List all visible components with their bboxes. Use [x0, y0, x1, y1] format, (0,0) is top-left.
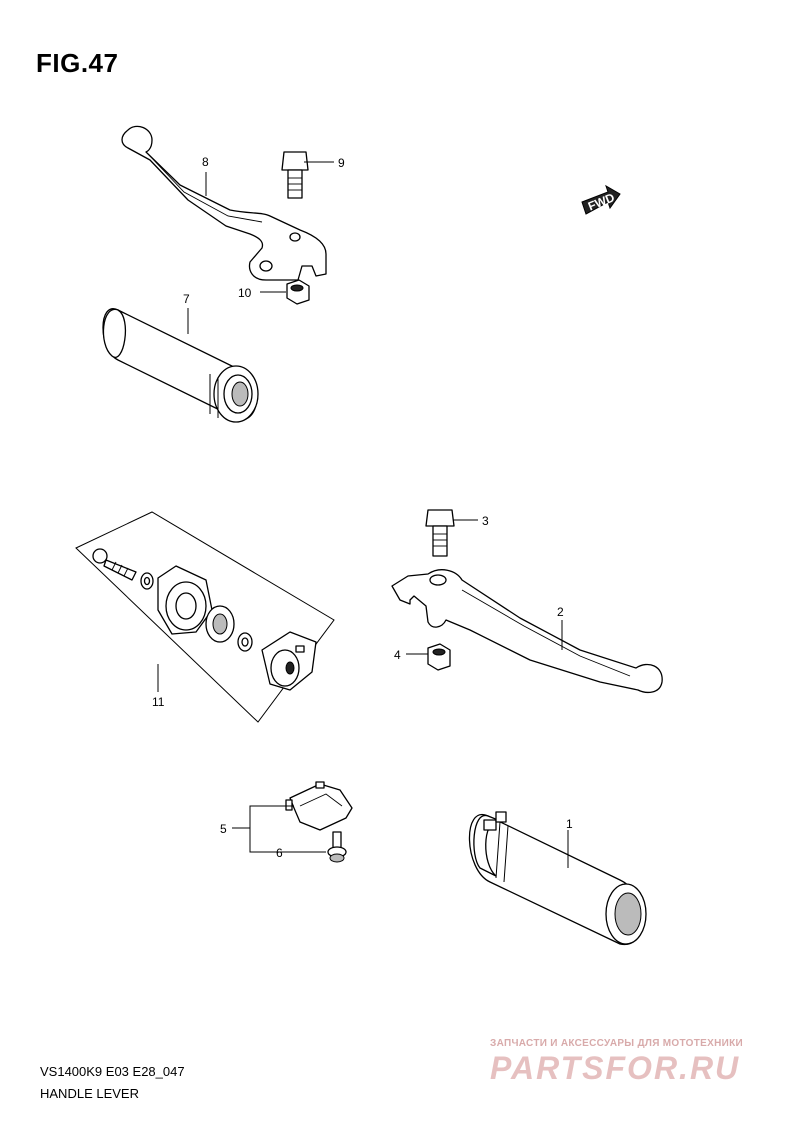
part-8-clutch-lever[interactable]	[121, 125, 327, 281]
watermark-site: PARTSFOR.RU	[490, 1050, 741, 1086]
callout-2: 2	[557, 605, 564, 619]
part-7-grip-left[interactable]	[102, 308, 259, 423]
figure-title: FIG.47	[36, 48, 119, 78]
part-1-throttle-grip[interactable]	[468, 811, 647, 945]
callout-8: 8	[202, 155, 209, 169]
callout-11: 11	[152, 695, 165, 709]
part-6-screw[interactable]	[327, 831, 347, 863]
part-2-brake-lever[interactable]	[391, 569, 663, 694]
part-9-bolt[interactable]	[281, 151, 309, 199]
callout-3: 3	[482, 514, 489, 528]
callout-4: 4	[394, 648, 401, 662]
model-code: VS1400K9 E03 E28_047	[40, 1064, 185, 1079]
callout-10: 10	[238, 286, 252, 300]
part-4-nut[interactable]	[427, 643, 451, 671]
diagram-caption: HANDLE LEVER	[40, 1086, 139, 1101]
part-10-nut[interactable]	[286, 279, 310, 305]
callout-9: 9	[338, 156, 345, 170]
callout-7: 7	[183, 292, 190, 306]
callout-1: 1	[566, 817, 573, 831]
part-11-throttle-housing-kit[interactable]	[75, 511, 335, 723]
fwd-arrow-icon: FWD	[581, 184, 621, 215]
callout-6: 6	[276, 846, 283, 860]
part-3-bolt[interactable]	[425, 509, 455, 557]
callout-5: 5	[220, 822, 227, 836]
fwd-label: FWD	[586, 190, 617, 213]
watermark-tagline: ЗАПЧАСТИ И АКСЕССУАРЫ ДЛЯ МОТОТЕХНИКИ	[490, 1038, 743, 1049]
part-5-switch[interactable]	[285, 781, 353, 831]
